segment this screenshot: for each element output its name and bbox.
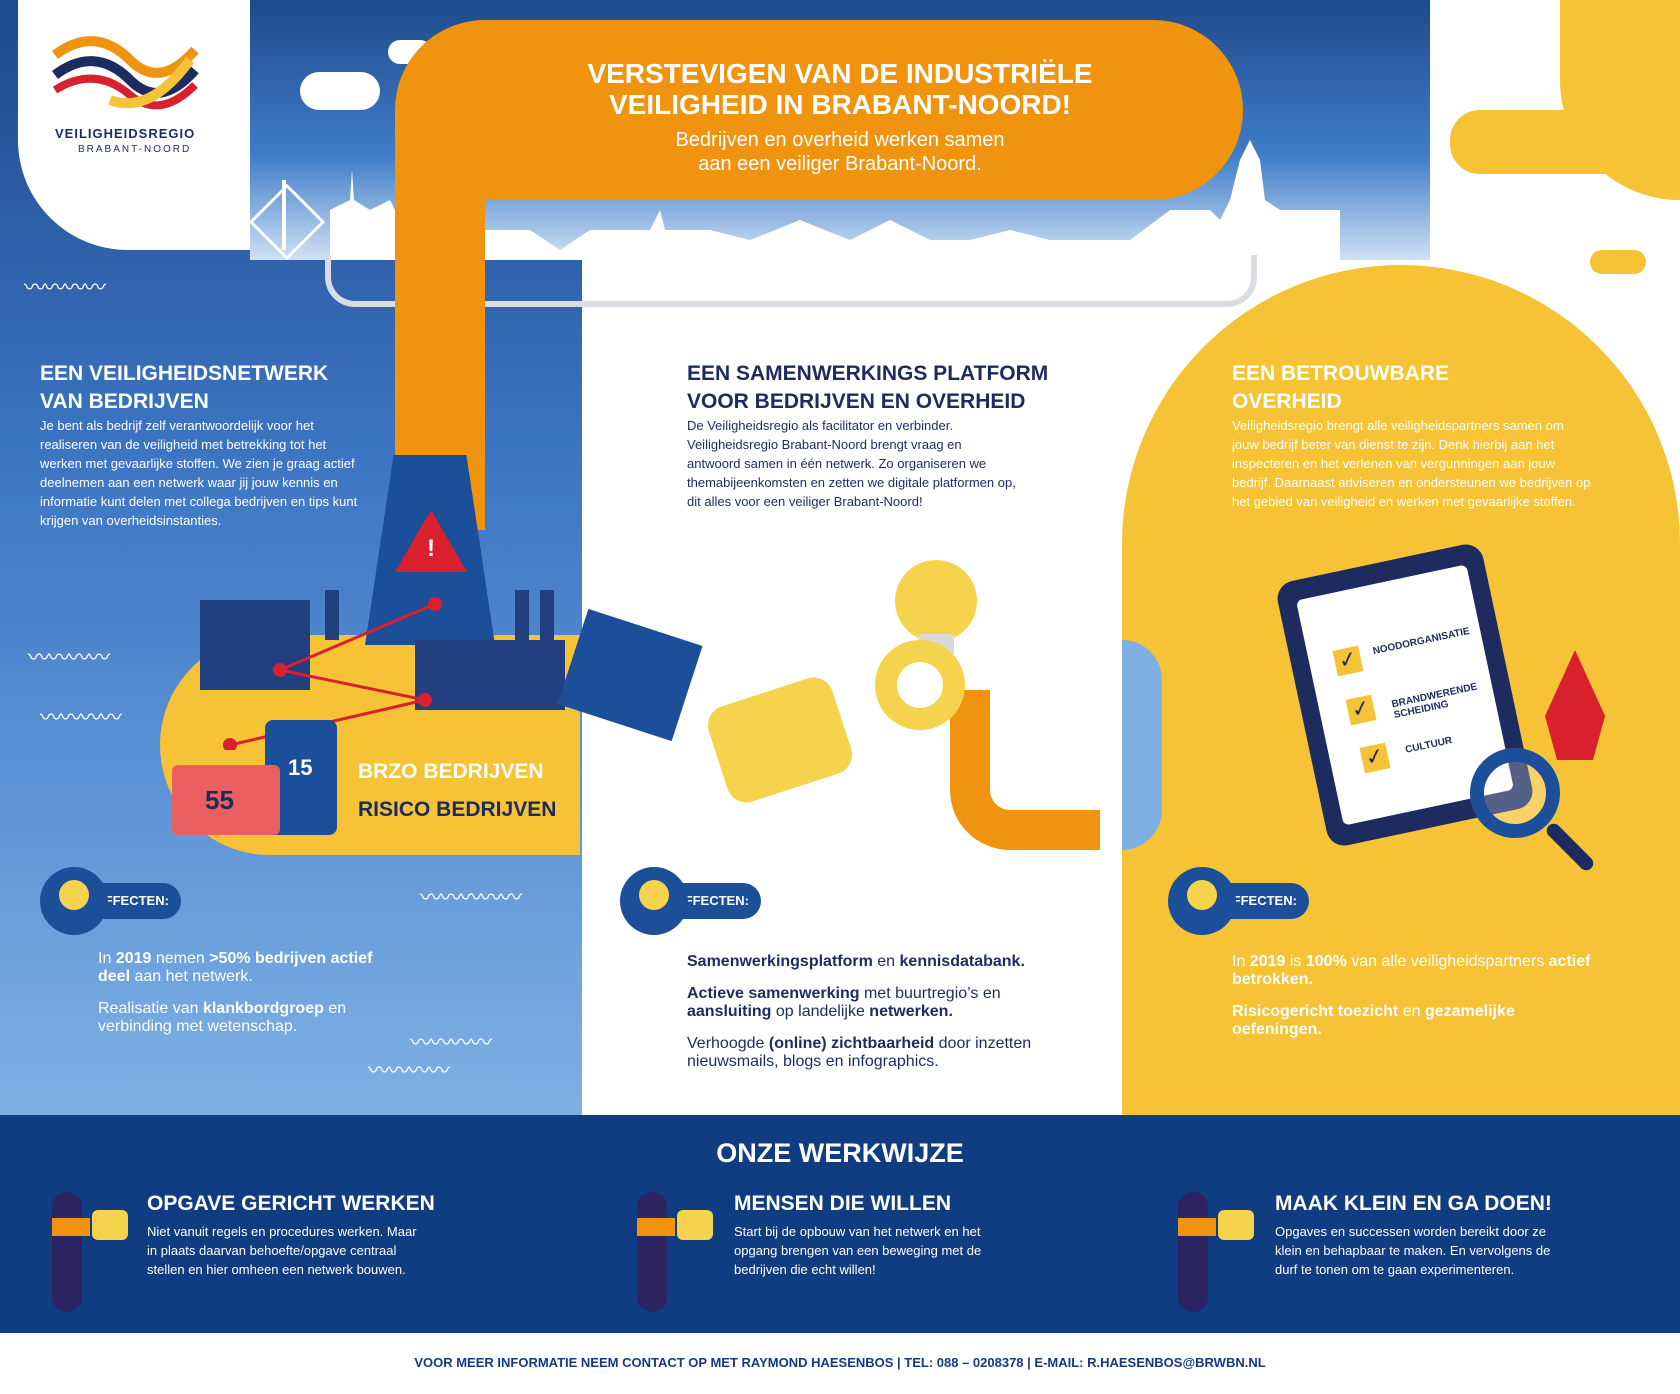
wave-decoration: 〰〰〰〰 <box>40 705 122 730</box>
road <box>325 255 1257 307</box>
left-effect-2: Realisatie van klankbordgroep en verbind… <box>98 1000 347 1035</box>
crane-hook-icon <box>875 640 965 730</box>
chimney-icon <box>540 590 554 645</box>
left-effects-text: In 2019 nemen >50% bedrijven actief deel… <box>98 950 398 1050</box>
middle-body-text: De Veiligheidsregio als facilitator en v… <box>687 418 1016 509</box>
left-body-text: Je bent als bedrijf zelf verantwoordelij… <box>40 418 358 528</box>
middle-effect-3: Verhoogde (online) zichtbaarheid door in… <box>687 1035 1032 1070</box>
warning-symbol: ! <box>427 535 435 562</box>
cloud-icon <box>1450 110 1640 174</box>
lightbulb-icon <box>1187 880 1217 910</box>
thumbs-up-cuff <box>637 1218 675 1236</box>
thumbs-up-cuff <box>52 1218 90 1236</box>
right-body-text: Veiligheidsregio brengt alle veiligheids… <box>1232 418 1591 509</box>
risico-count: 55 <box>205 785 234 815</box>
right-effect-2: Risicogericht toezicht en gezamelijke oe… <box>1232 1003 1515 1038</box>
thumbs-up-hand <box>1218 1210 1254 1240</box>
thumbs-up-icon <box>52 1192 82 1312</box>
werkwijze-title: ONZE WERKWIJZE <box>716 1138 964 1168</box>
footer-contact: VOOR MEER INFORMATIE NEEM CONTACT OP MET… <box>414 1355 1266 1370</box>
checkbox-icon: ✓ <box>1332 645 1364 677</box>
logo-title: VEILIGHEIDSREGIO <box>55 126 196 141</box>
right-heading-line2: OVERHEID <box>1232 390 1342 413</box>
wave-decoration: 〰〰〰〰 <box>368 1058 450 1083</box>
brzo-label: BRZO BEDRIJVEN <box>358 760 544 783</box>
werkwijze-text-1: Niet vanuit regels en procedures werken.… <box>147 1224 417 1277</box>
left-effect-1: In 2019 nemen >50% bedrijven actief deel… <box>98 950 373 985</box>
thumbs-up-cuff <box>1178 1218 1216 1236</box>
thumbs-up-hand <box>92 1210 128 1240</box>
page-subtitle: Bedrijven en overheid werken samen aan e… <box>560 128 1120 176</box>
hand-icon <box>950 690 1100 850</box>
wave-decoration: 〰〰〰〰 <box>410 1030 492 1055</box>
lightbulb-icon <box>639 880 669 910</box>
checkbox-icon: ✓ <box>1359 742 1391 774</box>
container-icon <box>172 765 280 835</box>
page-subtitle-line1: Bedrijven en overheid werken samen <box>675 129 1005 151</box>
middle-effect-2: Actieve samenwerking met buurtregio’s en… <box>687 985 1001 1020</box>
werkwijze-heading-3: MAAK KLEIN EN GA DOEN! <box>1275 1192 1552 1215</box>
brzo-count: 15 <box>288 755 313 780</box>
lightbulb-icon <box>895 560 977 642</box>
logo-panel <box>18 0 250 250</box>
orange-banner <box>395 20 1243 200</box>
middle-effect-1: Samenwerkingsplatform en kennisdatabank. <box>687 953 1025 970</box>
thumbs-up-hand <box>677 1210 713 1240</box>
thumbs-up-icon <box>1178 1192 1208 1312</box>
checkbox-icon: ✓ <box>1345 694 1377 726</box>
left-heading-line2: VAN BEDRIJVEN <box>40 390 209 413</box>
water-shape <box>1122 640 1162 850</box>
wave-decoration: 〰〰〰〰 <box>28 645 110 670</box>
middle-heading-line2: VOOR BEDRIJVEN EN OVERHEID <box>687 390 1026 413</box>
lightbulb-icon <box>59 880 89 910</box>
wave-decoration: 〰〰〰〰 <box>24 275 106 300</box>
page-title: VERSTEVIGEN VAN DE INDUSTRIËLE VEILIGHEI… <box>560 58 1120 120</box>
wave-decoration: 〰〰〰〰〰 <box>420 885 522 910</box>
page-title-line2: VEILIGHEID IN BRABANT-NOORD! <box>609 89 1071 120</box>
werkwijze-text-2: Start bij de opbouw van het netwerk en h… <box>734 1224 982 1277</box>
factory-icon <box>415 640 565 710</box>
werkwijze-section <box>0 1115 1680 1333</box>
middle-heading: EEN SAMENWERKINGS PLATFORM VOOR BEDRIJVE… <box>687 360 1048 416</box>
factory-icon <box>200 600 310 690</box>
page-subtitle-line2: aan een veiliger Brabant-Noord. <box>698 153 982 175</box>
chimney-icon <box>325 590 339 640</box>
magnifier-icon <box>1470 748 1560 838</box>
logo-subtitle: BRABANT-NOORD <box>78 144 192 155</box>
cloud-icon <box>300 72 380 110</box>
right-effects-text: In 2019 is 100% van alle veiligheidspart… <box>1232 953 1592 1053</box>
risico-label: RISICO BEDRIJVEN <box>358 798 557 821</box>
left-heading: EEN VEILIGHEIDSNETWERK VAN BEDRIJVEN <box>40 360 328 416</box>
right-effect-1: In 2019 is 100% van alle veiligheidspart… <box>1232 953 1591 988</box>
windmill-icon <box>282 180 286 250</box>
right-heading: EEN BETROUWBARE OVERHEID <box>1232 360 1449 416</box>
werkwijze-text-3: Opgaves en successen worden bereikt door… <box>1275 1224 1551 1277</box>
cloud-icon <box>1590 250 1646 274</box>
chimney-icon <box>515 590 529 645</box>
thumbs-up-icon <box>637 1192 667 1312</box>
logo-icon <box>52 36 199 110</box>
middle-heading-line1: EEN SAMENWERKINGS PLATFORM <box>687 362 1049 385</box>
werkwijze-heading-1: OPGAVE GERICHT WERKEN <box>147 1192 435 1215</box>
right-heading-line1: EEN BETROUWBARE <box>1232 362 1450 385</box>
werkwijze-heading-2: MENSEN DIE WILLEN <box>734 1192 952 1215</box>
page-title-line1: VERSTEVIGEN VAN DE INDUSTRIËLE <box>587 58 1093 89</box>
left-heading-line1: EEN VEILIGHEIDSNETWERK <box>40 362 329 385</box>
middle-effects-text: Samenwerkingsplatform en kennisdatabank.… <box>687 953 1067 1085</box>
